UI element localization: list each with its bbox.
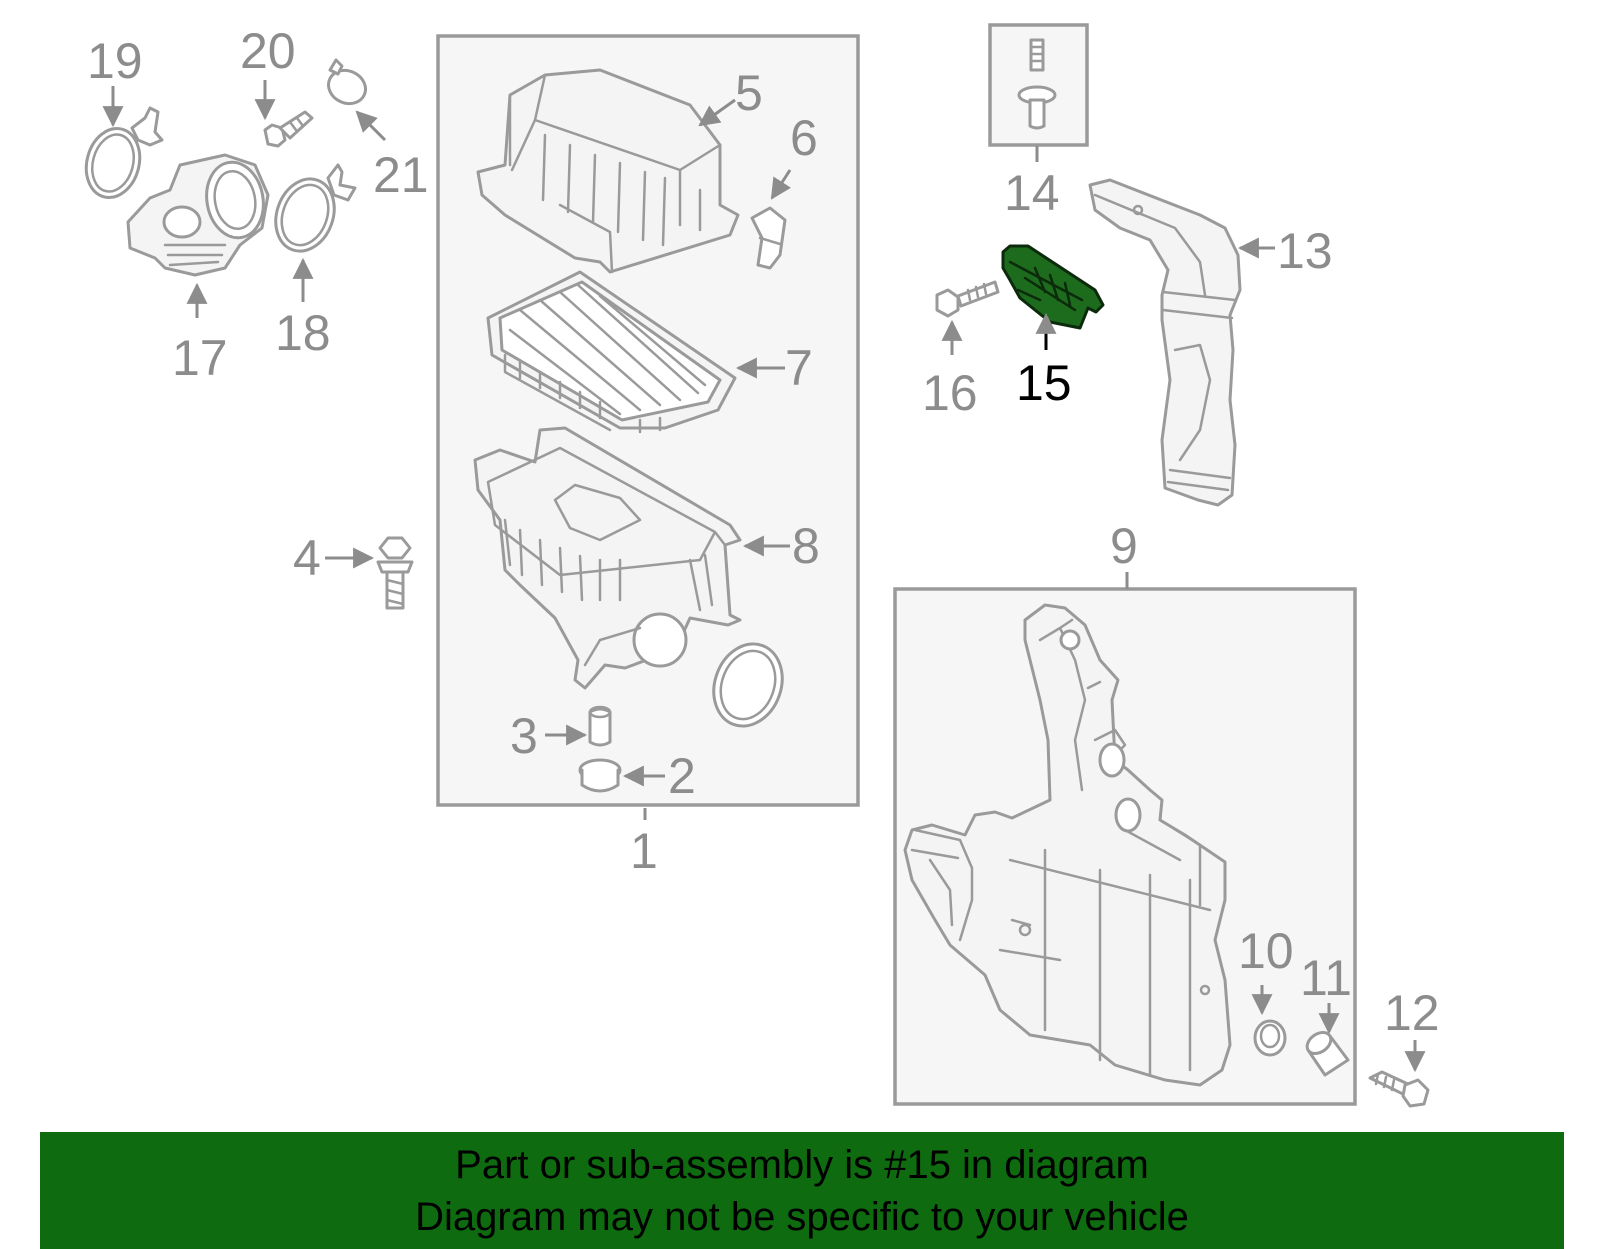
part-19-clamp (84, 106, 164, 199)
callout-11: 11 (1300, 950, 1352, 1006)
callout-labels: 1 2 3 4 5 6 7 8 9 10 11 12 13 14 15 16 1… (87, 23, 1440, 1041)
info-banner: Part or sub-assembly is #15 in diagram D… (40, 1132, 1564, 1249)
part-gasket-ring (712, 642, 784, 728)
part-9-resonator (903, 603, 1232, 1087)
part-14-fastener (1017, 38, 1057, 130)
callout-16: 16 (922, 365, 978, 421)
part-15-bracket-highlighted (1001, 244, 1105, 330)
callout-10: 10 (1238, 923, 1294, 979)
callout-9: 9 (1110, 518, 1138, 574)
callout-21: 21 (373, 147, 429, 203)
callout-7: 7 (785, 340, 813, 396)
parts-diagram: 1 2 3 4 5 6 7 8 9 10 11 12 13 14 15 16 1… (84, 23, 1440, 1108)
callout-14: 14 (1004, 165, 1060, 221)
callout-5: 5 (735, 65, 763, 121)
callout-2: 2 (668, 748, 696, 804)
part-6-clip (750, 206, 787, 270)
callout-19: 19 (87, 33, 143, 89)
callout-4: 4 (293, 530, 321, 586)
callout-13: 13 (1277, 223, 1333, 279)
part-2-grommet (578, 758, 622, 793)
part-13-air-duct (1088, 178, 1242, 507)
part-10-grommet (1253, 1019, 1287, 1057)
callout-3: 3 (510, 708, 538, 764)
callout-20: 20 (240, 23, 296, 79)
banner-line-2: Diagram may not be specific to your vehi… (415, 1194, 1189, 1239)
part-4-bolt (376, 536, 414, 610)
callout-6: 6 (790, 110, 818, 166)
banner-line-1: Part or sub-assembly is #15 in diagram (455, 1142, 1149, 1187)
part-8-air-cleaner-body (473, 426, 742, 690)
part-7-air-filter (486, 270, 737, 434)
callout-18: 18 (275, 305, 331, 361)
callout-1: 1 (630, 823, 658, 879)
part-18-clamp (274, 163, 357, 253)
callout-15: 15 (1016, 355, 1072, 411)
leader-lines (102, 80, 1426, 1073)
part-17-intake-duct (126, 153, 270, 277)
part-3-pin (588, 705, 612, 747)
callout-12: 12 (1384, 985, 1440, 1041)
part-12-bolt (1368, 1070, 1430, 1108)
part-21-clamp (327, 58, 367, 106)
callout-17: 17 (172, 330, 228, 386)
part-20-screw (263, 110, 314, 148)
callout-8: 8 (792, 518, 820, 574)
part-16-bolt (935, 280, 1000, 318)
part-11-spacer (1305, 1031, 1350, 1077)
part-5-air-cleaner-cover (476, 68, 740, 274)
